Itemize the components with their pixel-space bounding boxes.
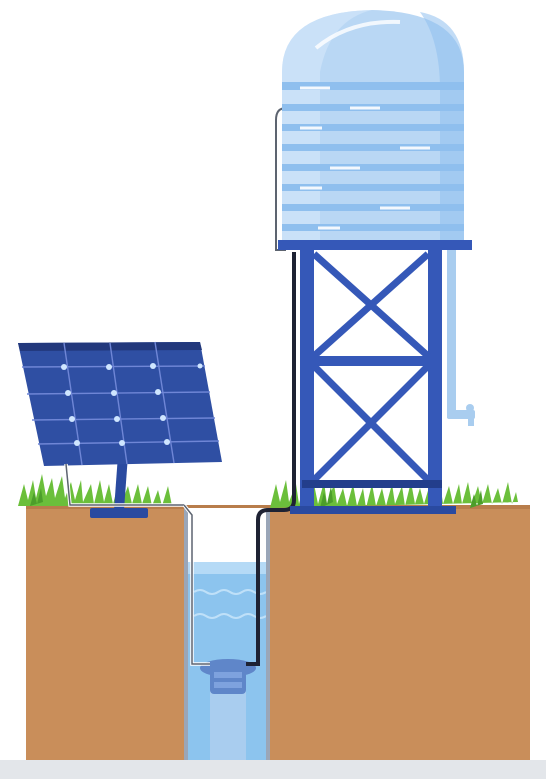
tank-tower xyxy=(278,240,472,514)
ground-baseline xyxy=(0,760,546,779)
outlet-pipe xyxy=(447,250,456,418)
grass xyxy=(18,474,518,508)
tap-icon xyxy=(447,404,475,426)
pump-icon xyxy=(200,659,256,694)
water-tank-icon xyxy=(282,10,464,240)
power-cable xyxy=(64,463,210,666)
solar-panel-icon xyxy=(18,341,222,466)
panel-stand xyxy=(90,455,148,518)
borewell-casing xyxy=(184,508,270,760)
lower-casing xyxy=(210,690,246,760)
delivery-pipe xyxy=(246,252,296,666)
soil xyxy=(26,505,530,760)
